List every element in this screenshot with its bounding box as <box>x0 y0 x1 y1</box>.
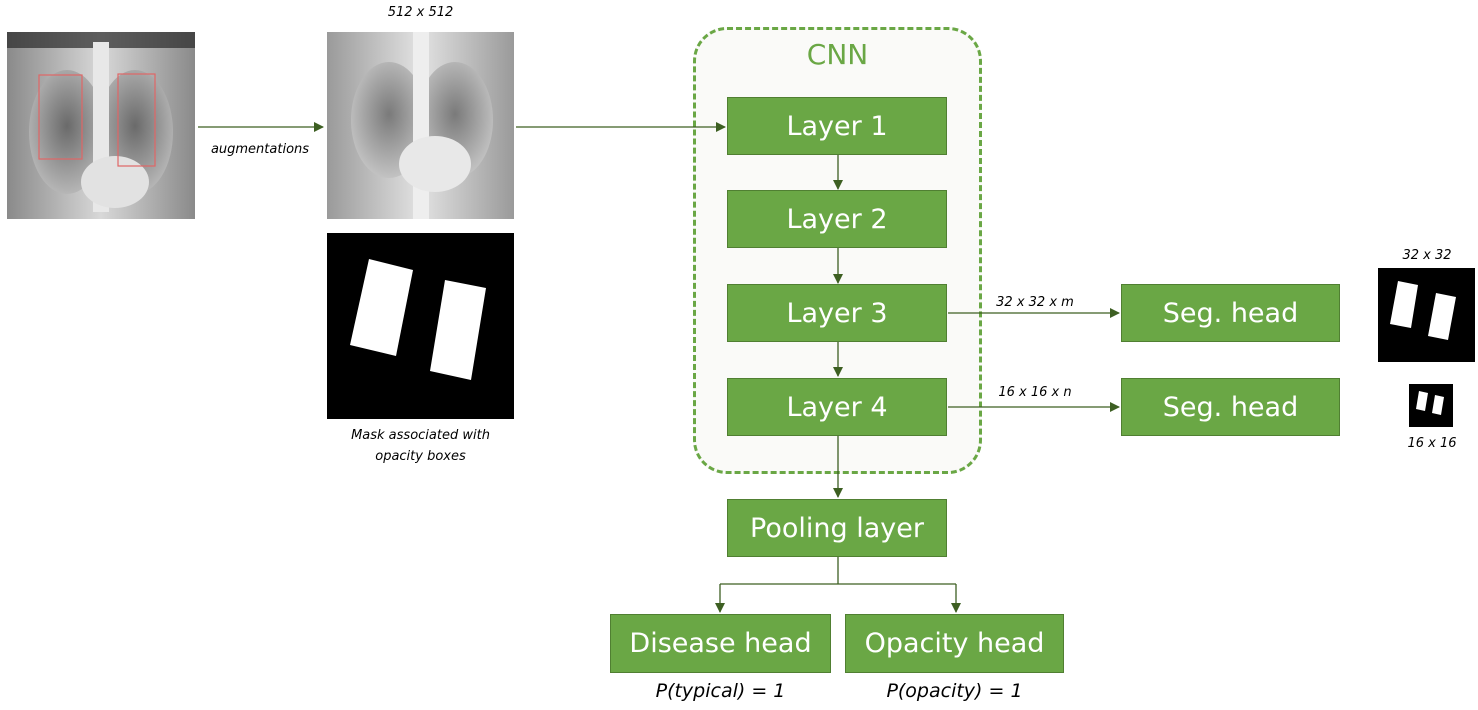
p-opacity-label: P(opacity) = 1 <box>886 680 1023 702</box>
output-mask-16 <box>1409 384 1453 427</box>
seg-head-2-box: Seg. head <box>1121 378 1340 436</box>
output-mask-32-boxes <box>1390 281 1456 340</box>
mask-caption-line2: opacity boxes <box>375 449 466 464</box>
chest-xray-input-image <box>7 32 195 219</box>
cnn-title: CNN <box>806 38 869 71</box>
mask-boxes <box>350 259 486 380</box>
opacity-mask-image <box>327 233 514 419</box>
seg-head-1-box: Seg. head <box>1121 284 1340 342</box>
augmented-xray-image <box>327 32 514 219</box>
p-typical-label: P(typical) = 1 <box>655 680 786 702</box>
layer-1-box: Layer 1 <box>727 97 947 155</box>
output-mask-32 <box>1378 268 1475 362</box>
image-size-label: 512 x 512 <box>387 5 454 20</box>
layer-4-box: Layer 4 <box>727 378 947 436</box>
layer-3-box: Layer 3 <box>727 284 947 342</box>
opacity-head-box: Opacity head <box>845 614 1064 673</box>
pooling-layer-box: Pooling layer <box>727 499 947 557</box>
augmentations-label: augmentations <box>210 142 310 157</box>
mask-caption-line1: Mask associated with <box>351 428 490 443</box>
layer-2-box: Layer 2 <box>727 190 947 248</box>
output-mask-16-boxes <box>1416 391 1444 415</box>
feature-size-m-label: 32 x 32 x m <box>996 295 1074 310</box>
disease-head-box: Disease head <box>610 614 831 673</box>
output-size-16-label: 16 x 16 <box>1407 436 1457 451</box>
output-size-32-label: 32 x 32 <box>1402 248 1452 263</box>
feature-size-n-label: 16 x 16 x n <box>998 385 1072 400</box>
